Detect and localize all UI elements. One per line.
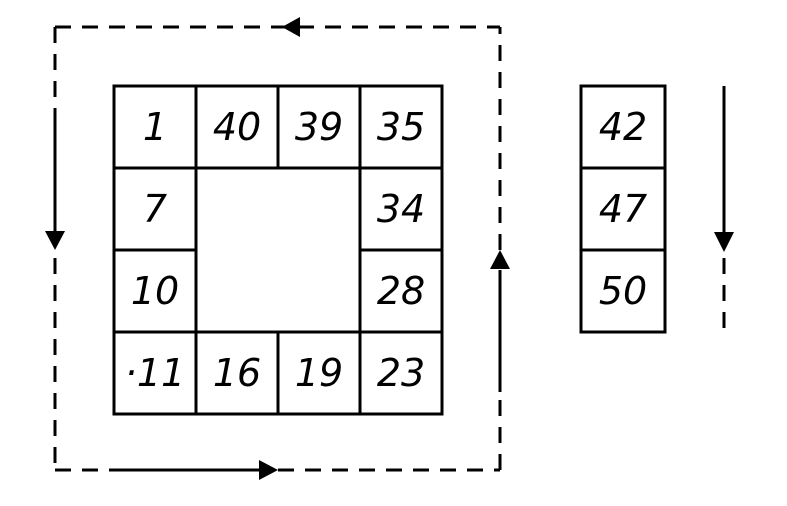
cell-top-3 (276, 84, 362, 170)
cell-top-4 (358, 84, 444, 170)
column-cell-2 (579, 166, 667, 252)
cell-left-2 (112, 248, 198, 334)
cell-bottom-2 (194, 330, 280, 416)
column-cell-1 (579, 84, 667, 170)
arrow-down-icon (45, 231, 65, 250)
cell-top-1 (112, 84, 198, 170)
cell-bottom-3-label: 19 (295, 351, 343, 395)
cell-top-4-label: 35 (377, 105, 425, 149)
column-arrow-down-icon (714, 232, 734, 252)
cell-left-1 (112, 166, 198, 252)
arrow-left-icon (282, 17, 300, 37)
cell-top-1-label: 1 (143, 105, 167, 149)
cell-left-1-label: 7 (143, 187, 167, 231)
outer-loop (45, 17, 510, 480)
cell-bottom-2-label: 16 (213, 351, 261, 395)
cell-bottom-4 (358, 330, 444, 416)
number-square: 1 40 39 35 7 10 34 28 ·11 16 19 23 (112, 84, 444, 416)
cell-top-3-label: 39 (295, 105, 343, 149)
column-cell-2-label: 47 (599, 187, 647, 231)
arrow-up-icon (490, 250, 510, 269)
cell-right-1 (358, 166, 444, 252)
cell-bottom-1-label: ·11 (125, 351, 185, 395)
cell-bottom-4-label: 23 (377, 351, 425, 395)
cell-right-1-label: 34 (377, 187, 425, 231)
column-cell-3-label: 50 (599, 269, 647, 313)
column-cell-3 (579, 248, 667, 334)
number-column: 42 47 50 (579, 84, 667, 334)
cell-left-2-label: 10 (131, 269, 179, 313)
column-arrow (714, 86, 734, 334)
cell-right-2-label: 28 (377, 269, 425, 313)
arrow-right-icon (259, 460, 278, 480)
cell-top-2-label: 40 (213, 105, 261, 149)
cell-top-2 (194, 84, 280, 170)
column-cell-1-label: 42 (599, 105, 647, 149)
